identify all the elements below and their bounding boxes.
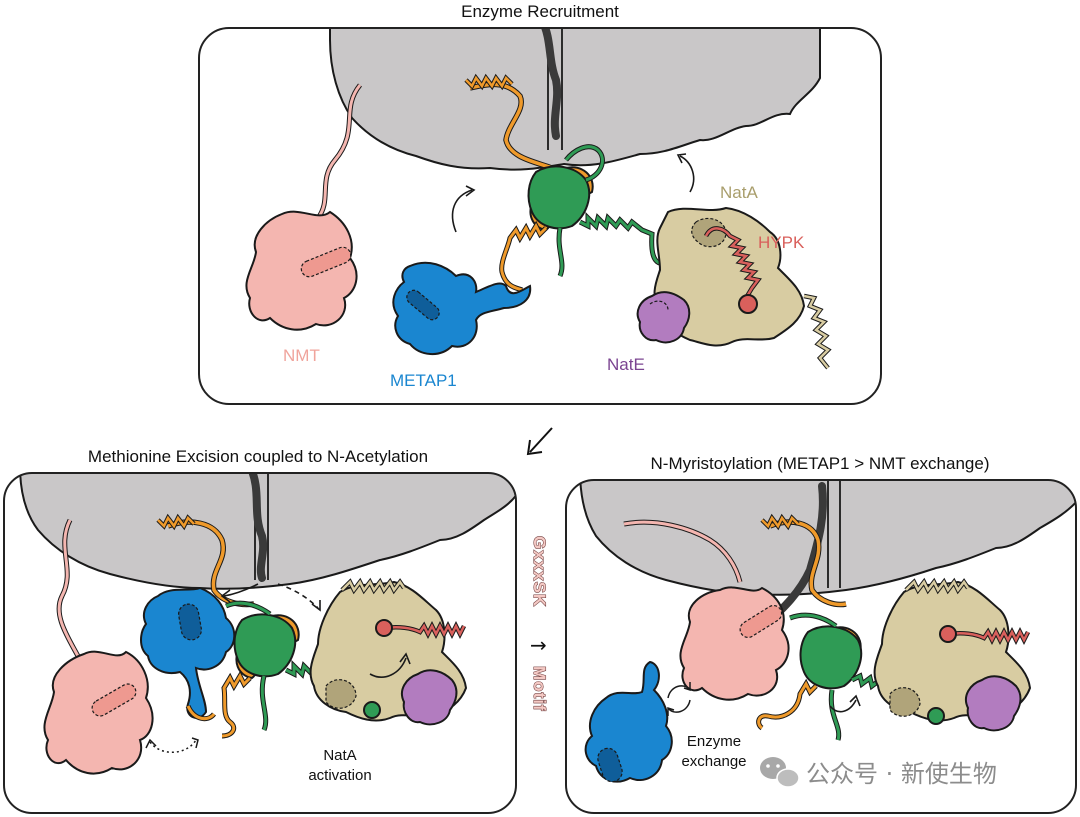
right-arrow-icon: → [530,633,547,657]
panel-n-myristoylation: Enzyme exchange [565,479,1077,814]
metap1-enzyme [392,261,532,355]
hypk-protein [738,294,758,314]
flow-arrow-down-left [526,427,553,456]
motif-word-motif: Motif [530,666,549,712]
panel-title-n-myristoylation: N-Myristoylation (METAP1 > NMT exchange) [651,454,990,473]
panel-enzyme-recruitment: NMT METAP1 NatA HYPK NatE [198,27,882,405]
panel-title-methionine-excision: Methionine Excision coupled to N-Acetyla… [88,447,428,466]
nac-complex [527,165,591,230]
ribosome [578,480,1076,596]
nata-activation-label-line2: activation [308,767,371,784]
mrna-exit-chain [538,28,562,140]
watermark-text: 公众号 · 新使生物 [806,760,997,788]
nac-complex [233,613,297,678]
enzyme-exchange-label-line1: Enzyme [687,733,741,750]
gxxxsk-motif-label: GxxxSK Motif → [529,535,549,712]
motif-word-gxxxsk: GxxxSK [530,536,549,607]
nate-enzyme [964,675,1022,732]
metap1-label: METAP1 [390,371,457,390]
nmt-label: NMT [283,346,320,365]
hypk-label: HYPK [758,233,805,252]
ribosome [329,28,821,171]
watermark: 公众号 · 新使生物 [760,757,997,788]
enzyme-exchange-label-line2: exchange [681,753,746,770]
ribosome [18,473,516,590]
panel-methionine-excision: NatA activation [3,472,517,814]
nate-label: NatE [607,355,645,374]
metap1-enzyme [140,586,236,719]
nata-activation-label-line1: NatA [323,747,356,764]
nac-complex [799,625,863,690]
nate-enzyme [636,291,691,344]
nmt-enzyme [679,586,790,701]
hypk-protein [375,619,393,637]
hypk-protein [939,625,957,643]
nata-label: NatA [720,183,758,202]
nate-enzyme [400,669,458,726]
wechat-icon [760,757,800,788]
panel-title-enzyme-recruitment: Enzyme Recruitment [461,2,619,21]
